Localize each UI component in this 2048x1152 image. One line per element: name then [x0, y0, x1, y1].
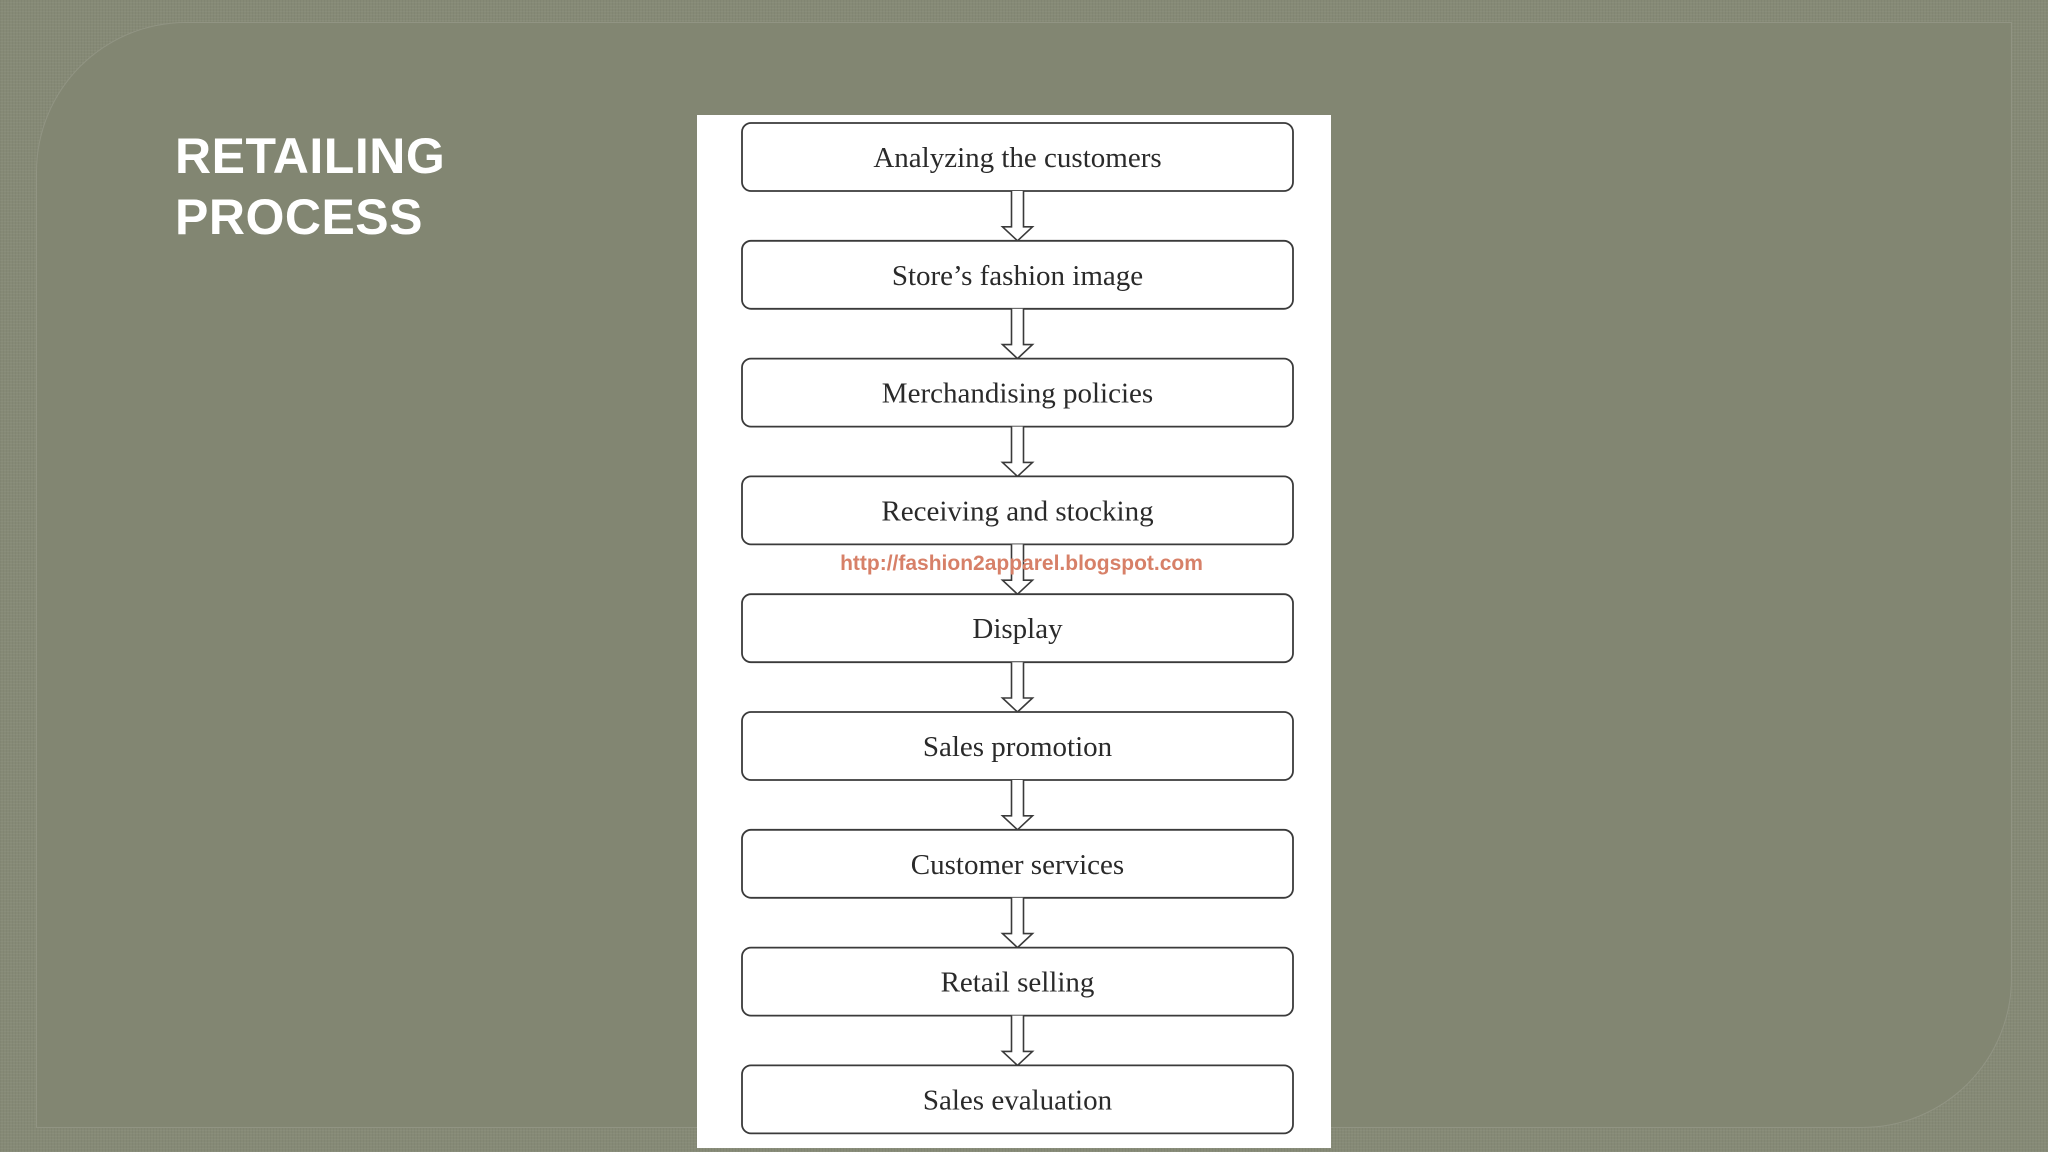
watermark-url: http://fashion2apparel.blogspot.com: [840, 552, 1203, 575]
slide-title: RETAILING PROCESS: [175, 126, 445, 248]
flow-step: Retail selling: [741, 946, 1294, 1017]
flow-step-label: Retail selling: [941, 967, 1095, 999]
flow-step: Store’s fashion image: [741, 239, 1294, 310]
flow-arrow-down-icon: [1000, 1015, 1035, 1067]
flow-step-label: Sales evaluation: [923, 1084, 1113, 1116]
flow-step-label: Merchandising policies: [882, 378, 1153, 410]
flow-step: Sales promotion: [741, 711, 1294, 781]
flow-step: Sales evaluation: [741, 1064, 1294, 1135]
flow-step: Customer services: [741, 828, 1294, 899]
flow-step-label: Customer services: [911, 849, 1124, 881]
flow-step: Display: [741, 593, 1294, 664]
flow-step: Merchandising policies: [741, 357, 1294, 428]
flow-step: Analyzing the customers: [741, 122, 1294, 192]
flow-step-label: Store’s fashion image: [892, 260, 1143, 292]
flow-step-label: Sales promotion: [923, 731, 1113, 763]
flow-step-box: [741, 239, 1294, 310]
flow-arrow-down-icon: [1000, 426, 1035, 478]
flow-arrow-down-icon: [1000, 780, 1035, 831]
flow-arrow-down-icon: [1000, 308, 1035, 360]
flow-step: Receiving and stocking: [741, 475, 1294, 546]
title-line-2: PROCESS: [175, 189, 424, 245]
flow-arrow-down-icon: [1000, 191, 1035, 242]
flow-step-label: Receiving and stocking: [881, 495, 1153, 527]
flow-step-label: Analyzing the customers: [873, 142, 1161, 174]
flow-arrow-down-icon: [1000, 897, 1035, 949]
title-line-1: RETAILING: [175, 128, 446, 184]
flow-arrow-down-icon: [1000, 662, 1035, 714]
flow-step-label: Display: [972, 613, 1063, 645]
flow-step-box: [741, 1064, 1294, 1135]
